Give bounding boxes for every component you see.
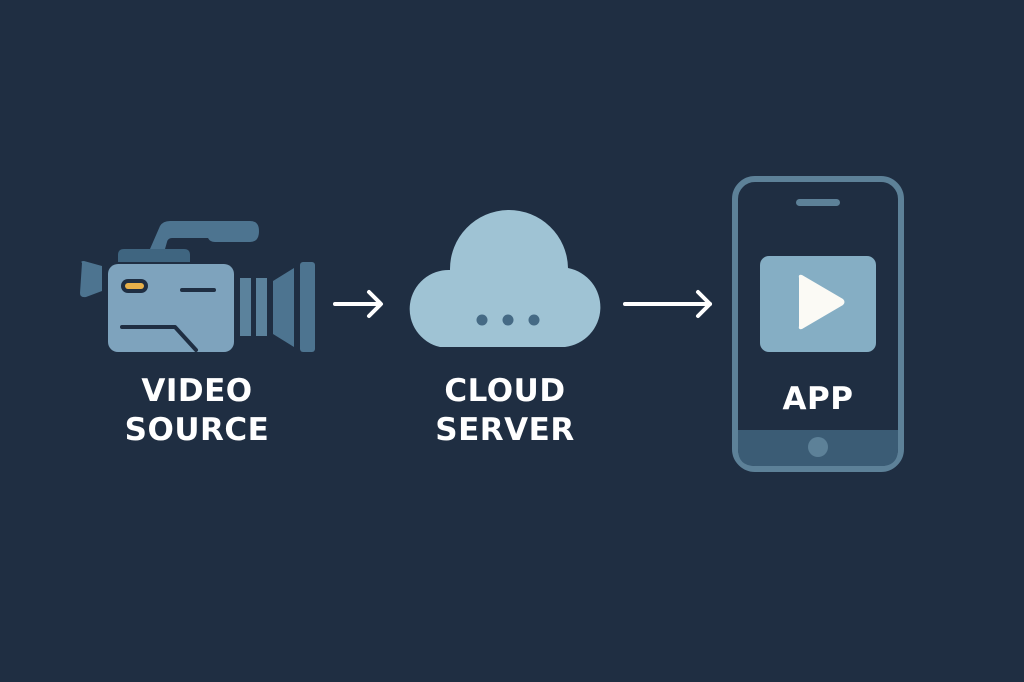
node-label-app: APP (758, 380, 878, 419)
home-button-icon (808, 437, 828, 457)
cloud-dot (502, 314, 514, 326)
label-line: APP (782, 381, 854, 417)
label-line: SOURCE (124, 412, 270, 448)
speaker-slot (796, 199, 840, 206)
label-line: CLOUD (444, 373, 566, 409)
cloud-dot (528, 314, 540, 326)
node-label-video-source: VIDEO SOURCE (107, 372, 287, 450)
label-line: VIDEO (141, 373, 253, 409)
label-line: SERVER (435, 412, 575, 448)
play-icon (798, 274, 845, 330)
cloud-dot (476, 314, 488, 326)
node-label-cloud-server: CLOUD SERVER (415, 372, 595, 450)
